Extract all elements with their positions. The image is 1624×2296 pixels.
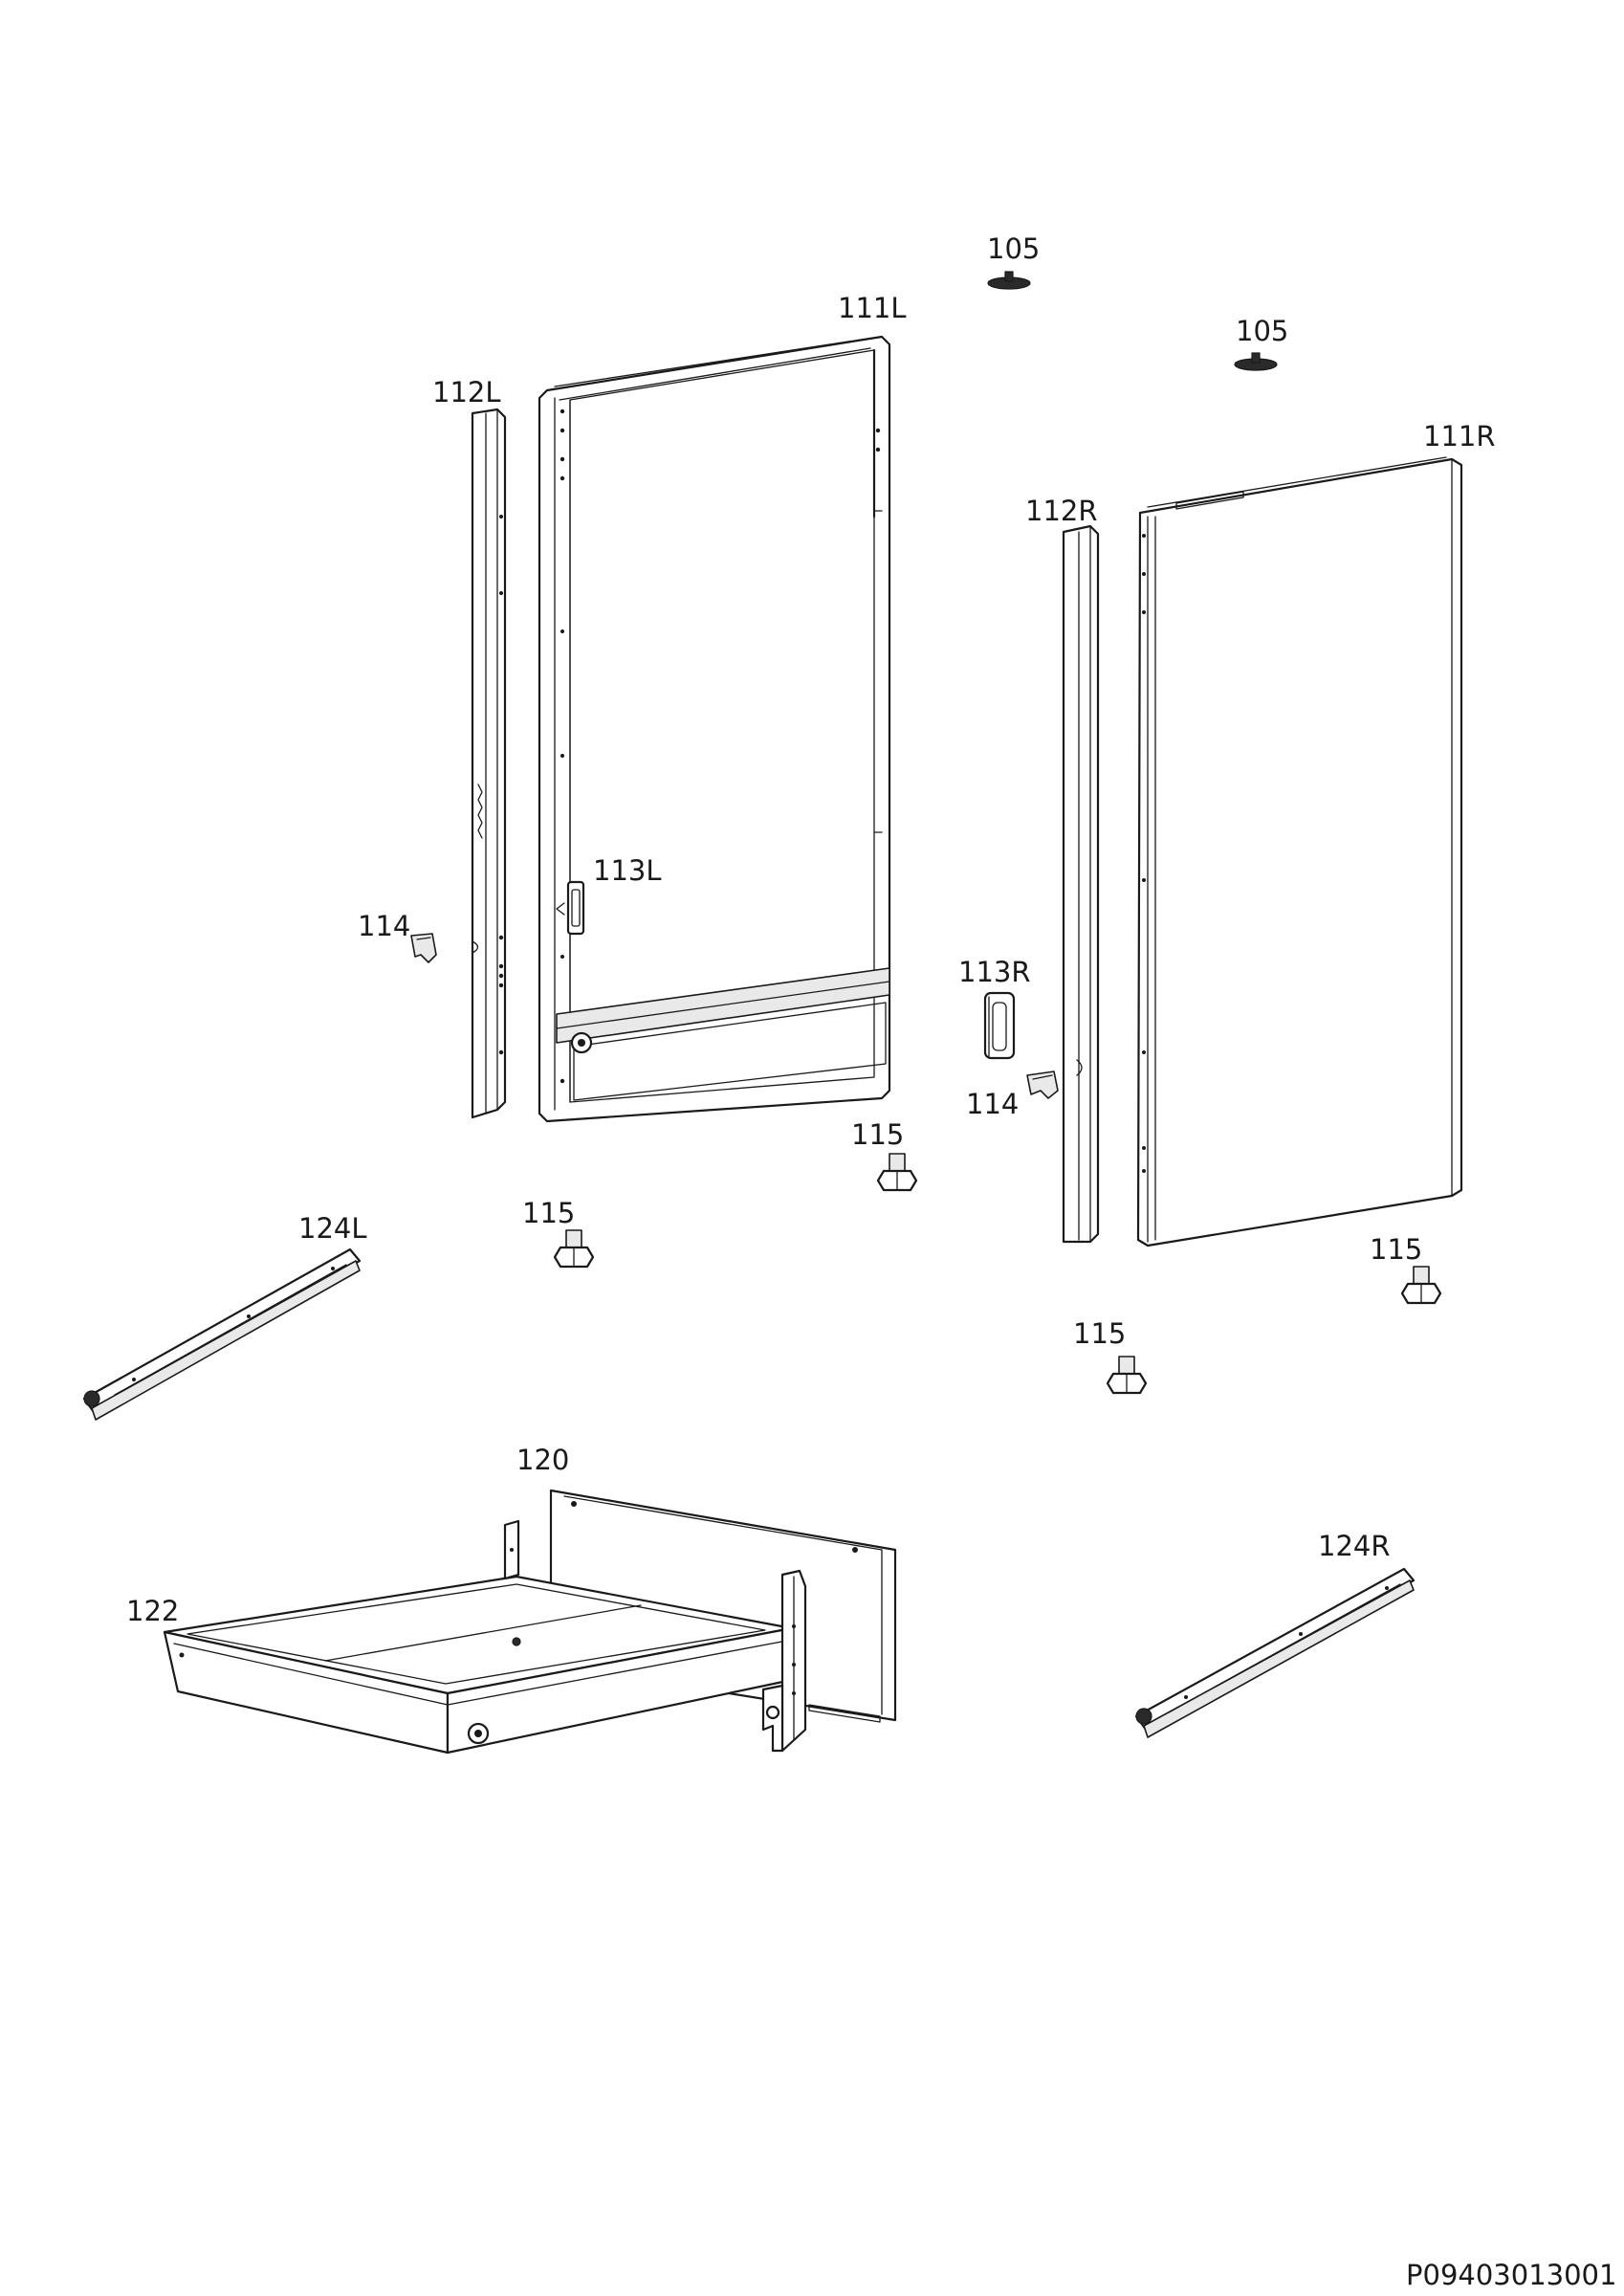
label-124R: 124R — [1318, 1530, 1391, 1562]
part-122-bottom-tray — [163, 1519, 807, 1755]
part-115-foot-d — [1106, 1356, 1148, 1395]
part-115-foot-c — [1400, 1266, 1442, 1305]
label-113L: 113L — [593, 854, 662, 887]
part-113L-hinge — [556, 880, 585, 936]
label-105-left: 105 — [987, 232, 1040, 265]
part-115-foot-a — [876, 1153, 918, 1192]
label-122: 122 — [126, 1595, 179, 1627]
part-112L-profile — [471, 408, 507, 1119]
part-124R-rail — [1134, 1567, 1416, 1738]
part-124L-rail — [82, 1247, 362, 1421]
part-113R-hinge — [983, 991, 1016, 1060]
part-115-foot-b — [553, 1229, 595, 1269]
label-111L: 111L — [838, 292, 907, 324]
label-115-c: 115 — [1370, 1233, 1422, 1266]
label-115-a: 115 — [851, 1118, 904, 1151]
label-112L: 112L — [432, 376, 501, 408]
part-114-clip-right — [1026, 1071, 1059, 1099]
label-114-right: 114 — [966, 1088, 1019, 1120]
label-113R: 113R — [958, 956, 1031, 988]
part-111L-side-frame — [538, 335, 891, 1123]
document-code: P09403013001 — [1406, 2259, 1616, 2291]
label-120: 120 — [516, 1444, 569, 1476]
label-115-d: 115 — [1073, 1317, 1126, 1350]
label-111R: 111R — [1423, 420, 1496, 453]
label-105-right: 105 — [1236, 315, 1288, 347]
part-114-clip-left — [410, 933, 437, 963]
part-105-cap-left — [987, 271, 1031, 290]
part-105-cap-right — [1234, 352, 1278, 371]
label-115-b: 115 — [522, 1197, 575, 1229]
part-111R-side-panel — [1136, 456, 1463, 1247]
label-114-left: 114 — [358, 910, 410, 942]
label-112R: 112R — [1025, 495, 1098, 527]
part-112R-profile — [1062, 524, 1100, 1244]
label-124L: 124L — [298, 1212, 367, 1245]
